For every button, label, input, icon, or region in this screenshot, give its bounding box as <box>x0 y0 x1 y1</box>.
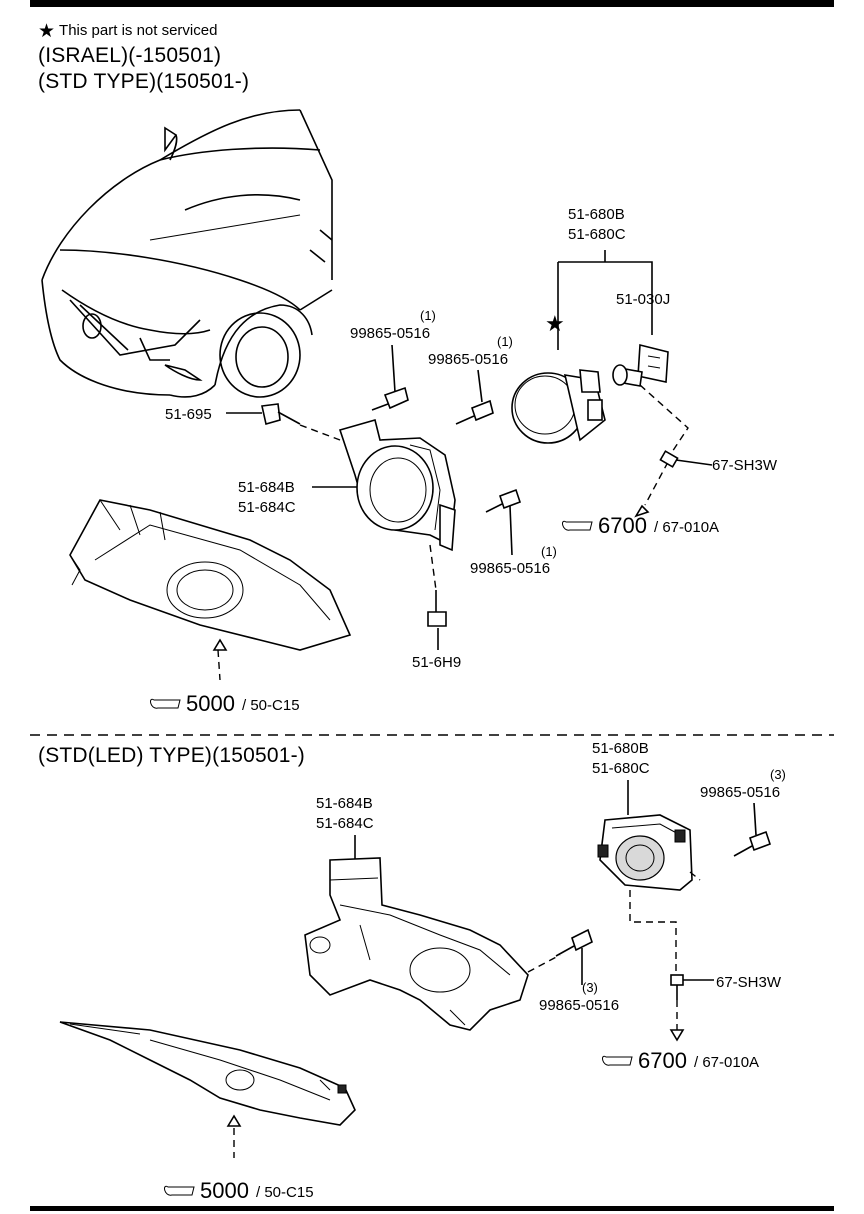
label-51-684b: 51-684B <box>238 479 295 496</box>
bolt-51-695 <box>261 403 301 426</box>
label-67-sh3w: 67-SH3W <box>712 457 778 474</box>
label-led-51-684b: 51-684B <box>316 795 373 812</box>
ref-67-010a: / 67-010A <box>654 519 719 536</box>
qty-led-screw-b: (3) <box>582 980 598 995</box>
ref-67-010a-bottom: / 67-010A <box>694 1054 759 1071</box>
bottom-rule <box>30 1206 834 1211</box>
connector-67-sh3w <box>659 450 713 468</box>
ref-6700-top: 6700 / 67-010A <box>562 513 719 538</box>
heading-std-type: (STD TYPE)(150501-) <box>38 70 250 93</box>
ref-6700-bottom: 6700 / 67-010A <box>602 1048 759 1073</box>
ref-6700-main: 6700 <box>598 513 647 538</box>
star-icon: ★ <box>38 21 56 42</box>
legend-note: ★This part is not serviced <box>38 20 217 43</box>
label-51-695: 51-695 <box>165 406 212 423</box>
label-screw-a: 99865-0516 <box>350 325 430 342</box>
label-led-51-684c: 51-684C <box>316 815 374 832</box>
qty-screw-a: (1) <box>420 308 436 323</box>
star-icon: ★ <box>545 311 565 336</box>
heading-led-type: (STD(LED) TYPE)(150501-) <box>38 744 305 767</box>
car-front-illustration <box>41 109 333 398</box>
label-51-6h9: 51-6H9 <box>412 654 461 671</box>
qty-screw-c: (1) <box>541 544 557 559</box>
legend-text: This part is not serviced <box>59 22 218 39</box>
top-rule <box>30 0 834 7</box>
ref-5000-bottom: 5000 / 50-C15 <box>164 1178 314 1203</box>
ref-5000-top: 5000 / 50-C15 <box>150 691 300 716</box>
qty-led-screw-a: (3) <box>770 767 786 782</box>
led-fog-lamp-bracket <box>304 857 529 1031</box>
ref-5000-bottom-main: 5000 <box>200 1178 249 1203</box>
screw-a <box>371 386 409 411</box>
ref-5000-main: 5000 <box>186 691 235 716</box>
led-screw-a <box>733 830 772 857</box>
ref-6700-bottom-main: 6700 <box>638 1048 687 1073</box>
label-led-screw-b: 99865-0516 <box>539 997 619 1014</box>
led-fog-lamp-bezel <box>59 1021 356 1126</box>
label-screw-b: 99865-0516 <box>428 351 508 368</box>
label-led-51-680b: 51-680B <box>592 740 649 757</box>
led-connector-67-sh3w <box>670 974 714 1000</box>
screw-b <box>455 399 494 425</box>
label-51-680c: 51-680C <box>568 226 626 243</box>
label-51-684c: 51-684C <box>238 499 296 516</box>
fog-lamp-bezel-top <box>69 499 352 651</box>
bolt-51-6h9 <box>427 590 447 627</box>
ref-50-c15: / 50-C15 <box>242 697 300 714</box>
label-screw-c: 99865-0516 <box>470 560 550 577</box>
screw-c <box>485 488 522 513</box>
qty-screw-b: (1) <box>497 334 513 349</box>
label-led-67-sh3w: 67-SH3W <box>716 974 782 991</box>
heading-israel: (ISRAEL)(-150501) <box>38 44 222 67</box>
ref-50-c15-bottom: / 50-C15 <box>256 1184 314 1201</box>
label-led-screw-a: 99865-0516 <box>700 784 780 801</box>
label-51-030j: 51-030J <box>616 291 670 308</box>
led-screw-b <box>555 928 593 957</box>
fog-lamp-unit <box>511 369 606 444</box>
led-fog-lamp-unit <box>597 814 693 891</box>
label-led-51-680c: 51-680C <box>592 760 650 777</box>
bulb-51-030j <box>612 343 669 387</box>
fog-lamp-bracket <box>338 419 456 552</box>
label-51-680b: 51-680B <box>568 206 625 223</box>
